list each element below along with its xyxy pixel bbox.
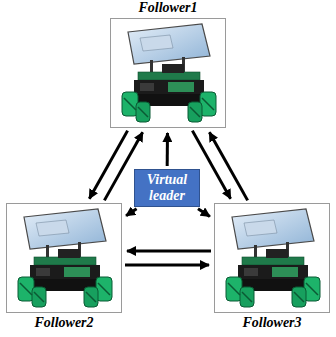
- image-frame: [6, 203, 122, 313]
- arrow-connector: [125, 264, 209, 267]
- robot-follower-left: [18, 209, 112, 307]
- follower-box: Follower2: [6, 203, 122, 313]
- image-frame: [110, 18, 226, 128]
- follower-label: Follower3: [194, 315, 336, 331]
- arrow-connector: [209, 132, 247, 200]
- robot-follower-right: [226, 209, 320, 307]
- follower-box: Follower3: [214, 203, 330, 313]
- arrow-connector: [198, 209, 210, 217]
- leader-box: Virtual leader: [134, 169, 200, 207]
- arrow-connector: [126, 209, 136, 216]
- follower-label: Follower1: [90, 0, 246, 16]
- image-frame: [214, 203, 330, 313]
- arrow-connector: [166, 133, 169, 166]
- arrow-connector: [89, 131, 127, 199]
- robot-follower-top: [122, 24, 216, 122]
- leader-label: Virtual leader: [138, 172, 196, 204]
- follower-label: Follower2: [0, 315, 142, 331]
- arrow-connector: [127, 250, 211, 253]
- follower-box: Follower1: [110, 18, 226, 128]
